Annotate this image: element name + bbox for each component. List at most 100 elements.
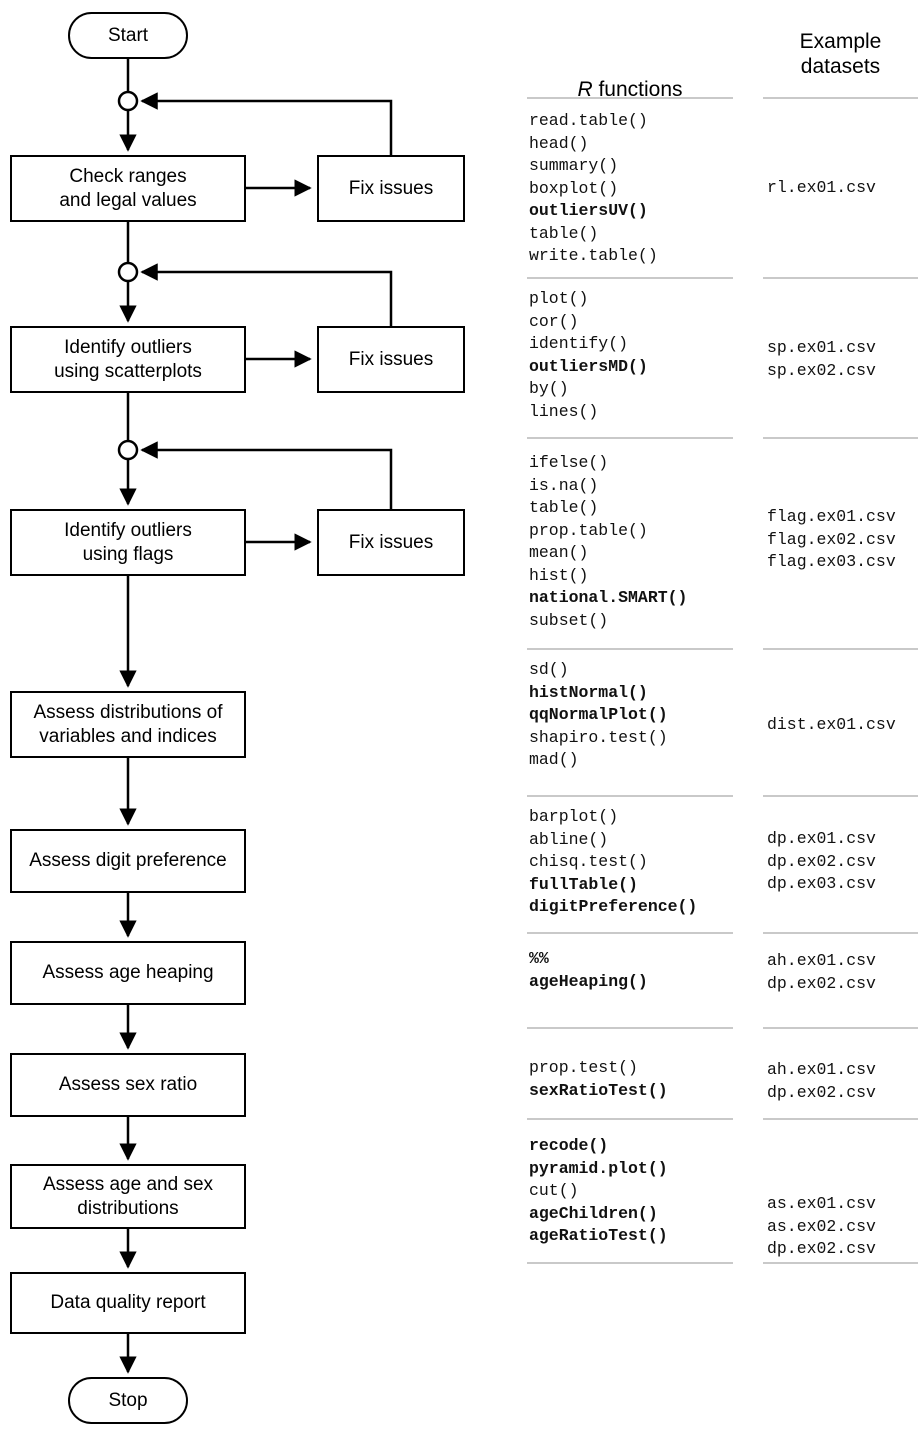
flow-node-assess-distributions: Assess distributions of variables and in… xyxy=(10,691,246,758)
flow-node-start: Start xyxy=(68,12,188,59)
function-name: barplot() xyxy=(529,807,619,826)
flow-node-identify-outliers-flags: Identify outliers using flags xyxy=(10,509,246,576)
flow-node-assess-digit-preference: Assess digit preference xyxy=(10,829,246,893)
function-name: abline() xyxy=(529,829,609,849)
flow-node-check-ranges: Check ranges and legal values xyxy=(10,155,246,222)
dataset-name: sp.ex01.csv xyxy=(767,338,876,357)
rule-col2-4 xyxy=(763,795,918,797)
datasets-cell-digit-preference: dp.ex01.csv dp.ex02.csv dp.ex03.csv xyxy=(767,828,876,896)
dataset-name: dp.ex02.csv xyxy=(767,1239,876,1258)
function-name: ageChildren() xyxy=(529,1203,658,1223)
flow-node-assess-age-heaping-label: Assess age heaping xyxy=(42,962,214,984)
function-name: %% xyxy=(529,949,549,968)
flow-node-fix-issues-3-label: Fix issues xyxy=(348,531,434,553)
flowchart-panel: Start Check ranges and legal values Fix … xyxy=(10,12,465,1424)
functions-cell-flags: ifelse() is.na() table() prop.table() mean()… xyxy=(529,452,687,632)
function-name: subset() xyxy=(529,610,609,630)
dataset-name: dp.ex02.csv xyxy=(767,851,876,871)
column-header-r-functions: R functions xyxy=(527,53,733,103)
function-name: mad() xyxy=(529,750,579,769)
dataset-name: as.ex01.csv xyxy=(767,1194,876,1213)
function-name: digitPreference() xyxy=(529,897,698,916)
flow-node-identify-outliers-scatterplots-label: Identify outliers using scatterplots xyxy=(54,337,202,382)
flow-node-fix-issues-1-label: Fix issues xyxy=(348,177,434,199)
function-name: cut() xyxy=(529,1181,579,1200)
function-name: boxplot() xyxy=(529,178,619,198)
function-name: head() xyxy=(529,133,589,153)
flow-node-assess-age-and-sex-distributions: Assess age and sex distributions xyxy=(10,1164,246,1229)
function-name: qqNormalPlot() xyxy=(529,705,668,724)
junction-circle-2 xyxy=(117,261,139,283)
function-name: lines() xyxy=(529,401,599,421)
function-name: outliersUV() xyxy=(529,201,648,220)
rule-col2-3 xyxy=(763,648,918,650)
function-name: prop.table() xyxy=(529,520,648,540)
rule-col2-7 xyxy=(763,1118,918,1120)
dataset-name: ah.ex01.csv xyxy=(767,1060,876,1079)
dataset-name: flag.ex02.csv xyxy=(767,529,896,549)
function-name: identify() xyxy=(529,334,629,353)
function-name: table() xyxy=(529,223,599,243)
dataset-name: flag.ex03.csv xyxy=(767,552,896,571)
function-name: read.table() xyxy=(529,111,648,130)
rule-col1-7 xyxy=(527,1118,733,1120)
function-name: ifelse() xyxy=(529,453,609,472)
rule-col2-0 xyxy=(763,97,918,99)
flow-node-data-quality-report: Data quality report xyxy=(10,1272,246,1334)
functions-cell-distributions: sd()histNormal()qqNormalPlot()shapiro.te… xyxy=(529,659,668,772)
column-header-example-datasets: Example datasets xyxy=(799,30,882,78)
flow-node-fix-issues-3: Fix issues xyxy=(317,509,465,576)
flow-node-assess-age-and-sex-distributions-label: Assess age and sex distributions xyxy=(42,1174,214,1219)
dataset-name: dp.ex02.csv xyxy=(767,1082,876,1102)
function-name: cor() xyxy=(529,311,579,331)
functions-cell-age-sex-distributions: recode() pyramid.plot() cut() ageChildren()… xyxy=(529,1135,668,1248)
rule-col1-4 xyxy=(527,795,733,797)
function-name: is.na() xyxy=(529,475,599,495)
junction-circle-3 xyxy=(117,439,139,461)
dataset-name: dp.ex01.csv xyxy=(767,829,876,848)
function-name: fullTable() xyxy=(529,874,638,894)
column-header-r-functions-italic: R xyxy=(577,77,593,101)
rule-col1-1 xyxy=(527,277,733,279)
function-name: prop.test() xyxy=(529,1058,638,1077)
flow-node-identify-outliers-flags-label: Identify outliers using flags xyxy=(64,520,192,565)
dataset-name: ah.ex01.csv xyxy=(767,951,876,970)
rule-col2-1 xyxy=(763,277,918,279)
reference-table-panel: R functions Example datasets read.table(… xyxy=(500,0,918,1435)
function-name: write.table() xyxy=(529,246,658,265)
rule-col2-6 xyxy=(763,1027,918,1029)
rule-col1-8 xyxy=(527,1262,733,1264)
dataset-name: dp.ex03.csv xyxy=(767,874,876,893)
flowchart-connectors xyxy=(117,59,393,1374)
dataset-name: rl.ex01.csv xyxy=(767,178,876,197)
functions-cell-sex-ratio: prop.test()sexRatioTest() xyxy=(529,1057,668,1102)
flow-node-fix-issues-2: Fix issues xyxy=(317,326,465,393)
flow-node-check-ranges-label: Check ranges and legal values xyxy=(59,166,197,211)
flow-node-stop: Stop xyxy=(68,1377,188,1424)
datasets-cell-distributions: dist.ex01.csv xyxy=(767,714,896,737)
flow-node-fix-issues-2-label: Fix issues xyxy=(348,348,434,370)
rule-col1-3 xyxy=(527,648,733,650)
flow-node-fix-issues-1: Fix issues xyxy=(317,155,465,222)
rule-col1-2 xyxy=(527,437,733,439)
functions-cell-digit-preference: barplot()abline()chisq.test()fullTable()… xyxy=(529,806,697,919)
flow-node-stop-label: Stop xyxy=(108,1389,148,1411)
rule-col2-8 xyxy=(763,1262,918,1264)
function-name: recode() xyxy=(529,1136,609,1155)
function-name: summary() xyxy=(529,156,619,175)
function-name: mean() xyxy=(529,543,589,562)
rule-col1-0 xyxy=(527,97,733,99)
rule-col2-2 xyxy=(763,437,918,439)
function-name: pyramid.plot() xyxy=(529,1158,668,1178)
functions-cell-scatterplots: plot()cor()identify()outliersMD()by()lin… xyxy=(529,288,648,423)
rule-col2-5 xyxy=(763,932,918,934)
function-name: table() xyxy=(529,498,599,517)
flow-node-data-quality-report-label: Data quality report xyxy=(50,1292,206,1314)
functions-cell-age-heaping: %%ageHeaping() xyxy=(529,948,648,993)
function-name: outliersMD() xyxy=(529,356,648,376)
function-name: ageRatioTest() xyxy=(529,1226,668,1245)
